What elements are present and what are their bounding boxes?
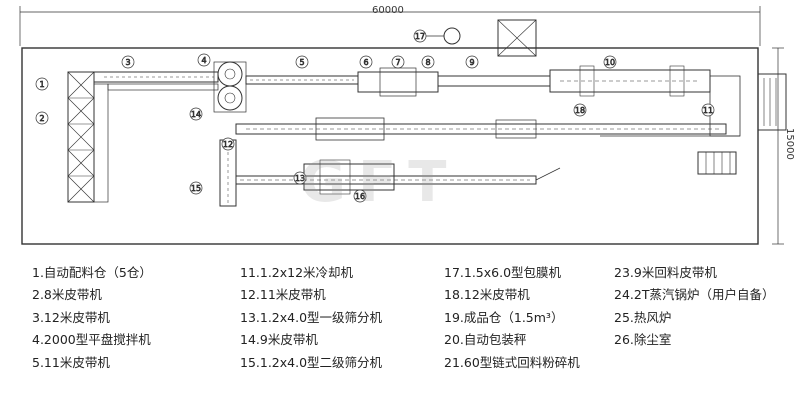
legend-item: 3.12米皮带机 [32, 309, 110, 325]
legend-item: 11.1.2x12米冷却机 [240, 265, 354, 280]
callout-number: 2 [39, 114, 44, 123]
legend-item: 21.60型链式回料粉碎机 [444, 354, 580, 370]
legend-item: 23.9米回料皮带机 [614, 265, 717, 280]
callout-number: 11 [703, 106, 713, 115]
callout-number: 13 [295, 174, 305, 183]
callout-number: 16 [355, 192, 365, 201]
legend-item: 1.自动配料仓（5仓） [32, 265, 152, 280]
callout-number: 4 [201, 56, 206, 65]
legend-item: 18.12米皮带机 [444, 287, 530, 303]
callout-number: 15 [191, 184, 201, 193]
legend-item: 4.2000型平盘搅拌机 [32, 332, 151, 348]
callout-number: 6 [363, 58, 368, 67]
building-outline [21, 47, 759, 245]
callout-number: 14 [191, 110, 201, 119]
watermark-logo: GFT [300, 150, 459, 215]
callout-number: 9 [469, 58, 474, 67]
legend-item: 12.11米皮带机 [240, 287, 326, 303]
legend-column-3: 17.1.5x6.0型包膜机 18.12米皮带机 19.成品仓（1.5m³） 2… [444, 262, 580, 374]
callout-number: 12 [223, 140, 233, 149]
legend-item: 17.1.5x6.0型包膜机 [444, 265, 562, 280]
legend-item: 13.1.2x4.0型一级筛分机 [240, 309, 383, 325]
callout-number: 5 [299, 58, 304, 67]
legend-column-1: 1.自动配料仓（5仓） 2.8米皮带机 3.12米皮带机 4.2000型平盘搅拌… [32, 262, 152, 374]
legend-item: 25.热风炉 [614, 309, 672, 325]
legend-item: 20.自动包装秤 [444, 332, 527, 348]
legend-item: 15.1.2x4.0型二级筛分机 [240, 354, 383, 370]
length-dimension: 60000 [372, 5, 404, 16]
width-dimension: 15000 [784, 128, 795, 160]
callout-number: 10 [605, 58, 615, 67]
callout-number: 3 [125, 58, 130, 67]
legend-item: 2.8米皮带机 [32, 287, 102, 303]
callout-number: 18 [575, 106, 585, 115]
callout-number: 1 [39, 80, 44, 89]
legend-item: 14.9米皮带机 [240, 332, 318, 348]
legend-item: 5.11米皮带机 [32, 354, 110, 370]
callout-number: 17 [415, 32, 425, 41]
callout-number: 7 [395, 58, 400, 67]
callout-number: 8 [425, 58, 430, 67]
equipment-legend: 1.自动配料仓（5仓） 2.8米皮带机 3.12米皮带机 4.2000型平盘搅拌… [32, 262, 792, 398]
legend-item: 26.除尘室 [614, 332, 672, 348]
legend-item: 24.2T蒸汽锅炉（用户自备） [614, 287, 775, 303]
legend-column-2: 11.1.2x12米冷却机 12.11米皮带机 13.1.2x4.0型一级筛分机… [240, 262, 382, 374]
legend-item: 19.成品仓（1.5m³） [444, 309, 564, 325]
legend-column-4: 23.9米回料皮带机 24.2T蒸汽锅炉（用户自备） 25.热风炉 26.除尘室 [614, 262, 774, 352]
